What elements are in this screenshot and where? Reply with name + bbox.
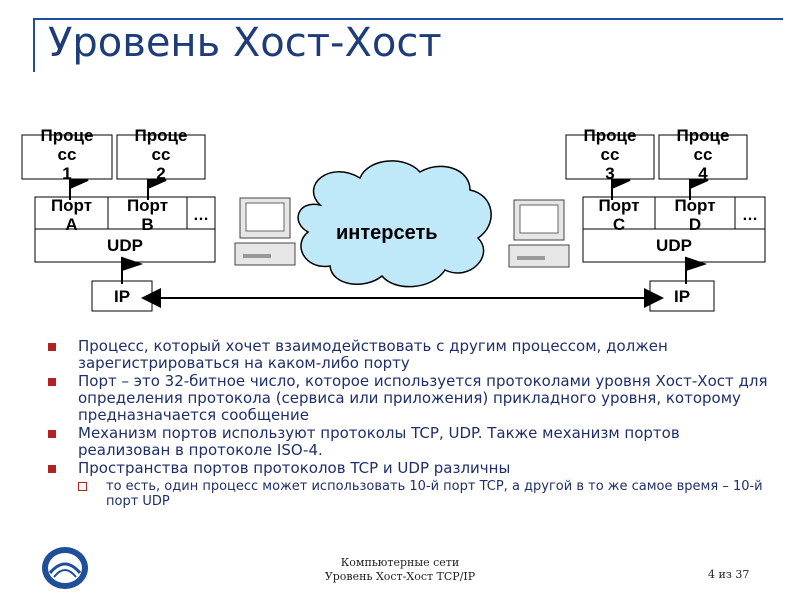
bullet-marker — [48, 343, 56, 351]
bullet-list: Процесс, который хочет взаимодействовать… — [48, 338, 768, 509]
process-2-label: Проце сс 2 — [117, 126, 205, 183]
process-3-label: Проце сс 3 — [566, 126, 654, 183]
bullet-item: Механизм портов используют протоколы TCP… — [48, 425, 768, 459]
port-d-label: Порт D — [655, 196, 735, 234]
left-more-ports: … — [187, 206, 215, 225]
left-udp-label: UDP — [35, 236, 215, 255]
right-more-ports: … — [735, 206, 765, 225]
right-ip-label: IP — [650, 287, 714, 306]
bullet-item: Процесс, который хочет взаимодействовать… — [48, 338, 768, 372]
left-computer-icon — [235, 198, 295, 265]
cloud-label: интерсеть — [336, 222, 438, 245]
footer-topic: Уровень Хост-Хост TCP/IP — [300, 570, 500, 584]
bullet-item: Порт – это 32-битное число, которое испо… — [48, 373, 768, 424]
port-c-label: Порт C — [583, 196, 655, 234]
sub-bullet-marker — [78, 482, 87, 491]
port-a-label: Порт A — [35, 196, 108, 234]
bullet-marker — [48, 430, 56, 438]
bullet-marker — [48, 465, 56, 473]
page-number: 4 из 37 — [708, 568, 749, 581]
process-4-label: Проце сс 4 — [659, 126, 747, 183]
footer-course: Компьютерные сети — [300, 556, 500, 570]
process-1-label: Проце сс 1 — [22, 126, 112, 183]
footer: Компьютерные сети Уровень Хост-Хост TCP/… — [300, 556, 500, 584]
bullet-item: Пространства портов протоколов TCP и UDP… — [48, 460, 768, 477]
right-computer-icon — [509, 200, 569, 267]
left-ip-label: IP — [92, 287, 152, 306]
bullet-marker — [48, 378, 56, 386]
port-b-label: Порт B — [108, 196, 187, 234]
university-logo — [40, 545, 90, 591]
right-udp-label: UDP — [583, 236, 765, 255]
sub-bullet-item: то есть, один процесс может использовать… — [48, 479, 768, 509]
